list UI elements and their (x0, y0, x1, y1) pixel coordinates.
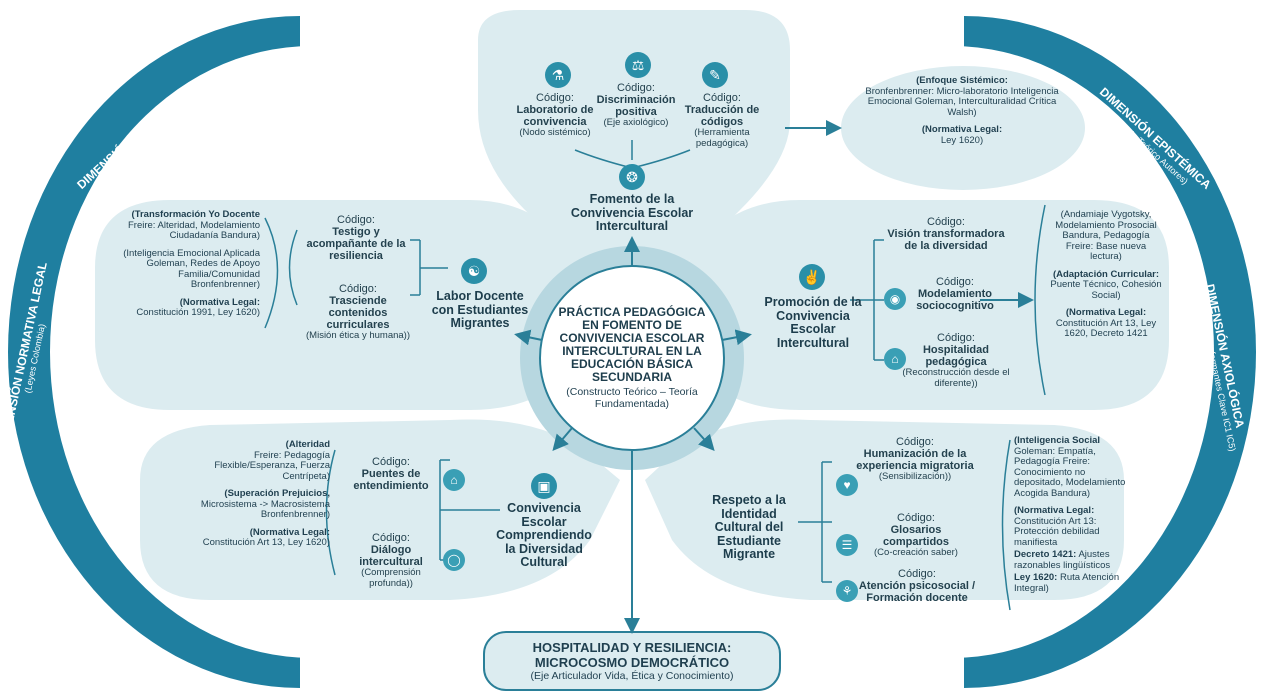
brain-icon: ◉ (884, 288, 906, 310)
bottom-left-code-2: Código:Diálogo intercultural(Comprensión… (359, 532, 423, 589)
bottom-right-code-1: Código:Humanización de la experiencia mi… (856, 436, 974, 482)
bridge-icon: ⌂ (443, 469, 465, 491)
bottom-left-code-1: Código:Puentes de entendimiento (353, 456, 429, 492)
edit-note-icon: ✎ (702, 62, 728, 88)
top-code-3: Código:Traducción de códigos(Herramienta… (684, 92, 760, 149)
bottom-right-code-3: Código:Atención psicosocial / Formación … (858, 568, 976, 604)
right-code-3: Código:Hospitalidad pedagógica(Reconstru… (902, 332, 1010, 389)
glossary-icon: ☰ (836, 534, 858, 556)
right-code-1: Código:Visión transformadora de la diver… (887, 216, 1005, 252)
top-right-ref: (Enfoque Sistémico:Bronfenbrenner: Micro… (865, 75, 1059, 146)
center-subtitle: (Constructo Teórico – Teoría Fundamentad… (566, 386, 698, 410)
right-petal (660, 200, 1169, 410)
left-theme: Labor Docente con Estudiantes Migrantes (431, 289, 529, 330)
bottom-right-theme: Respeto a la Identidad Cultural del Estu… (712, 493, 786, 561)
bottom-right-petal (645, 419, 1124, 600)
heart-person-icon: ♥ (836, 474, 858, 496)
bottom-banner-text: HOSPITALIDAD Y RESILIENCIA: MICROCOSMO D… (490, 640, 774, 682)
right-code-2: Código:Modelamiento sociocognitivo (916, 276, 994, 312)
bottom-title-2: MICROCOSMO DEMOCRÁTICO (534, 655, 730, 670)
right-ref: (Andamiaje Vygotsky, Modelamiento Prosoc… (1050, 209, 1162, 339)
left-petal (95, 200, 610, 410)
center-node: PRÁCTICA PEDAGÓGICA EN FOMENTO DE CONVIV… (556, 305, 708, 411)
home-heart-icon: ⌂ (884, 348, 906, 370)
bottom-title-1: HOSPITALIDAD Y RESILIENCIA: (532, 640, 732, 655)
book-icon: ▣ (531, 473, 557, 499)
top-code-1: Código:Laboratorio de convivencia(Nodo s… (516, 92, 594, 138)
left-code-2: Código:Trasciende contenidos curriculare… (306, 283, 411, 341)
handshake-icon: ✌ (799, 264, 825, 290)
top-theme: Fomento de la Convivencia Escolar Interc… (570, 192, 694, 233)
support-icon: ⚘ (836, 580, 858, 602)
top-code-2: Código:Discriminación positiva(Eje axiol… (596, 82, 676, 128)
center-title: PRÁCTICA PEDAGÓGICA EN FOMENTO DE CONVIV… (558, 305, 706, 384)
network-icon: ❂ (619, 164, 645, 190)
left-code-1: Código:Testigo y acompañante de la resil… (306, 214, 406, 262)
people-icon: ☯ (461, 258, 487, 284)
bottom-left-theme: Convivencia Escolar Comprendiendo la Div… (496, 501, 592, 569)
bottom-subtitle: (Eje Articulador Vida, Ética y Conocimie… (530, 670, 734, 682)
bottom-left-petal (140, 419, 620, 600)
top-right-bubble (841, 66, 1085, 190)
scales-icon: ⚖ (625, 52, 651, 78)
dialogue-icon: ◯ (443, 549, 465, 571)
flask-icon: ⚗ (545, 62, 571, 88)
bottom-right-code-2: Código:Glosarios compartidos(Co-creación… (874, 512, 958, 558)
right-theme: Promoción de la Convivencia Escolar Inte… (764, 295, 862, 350)
